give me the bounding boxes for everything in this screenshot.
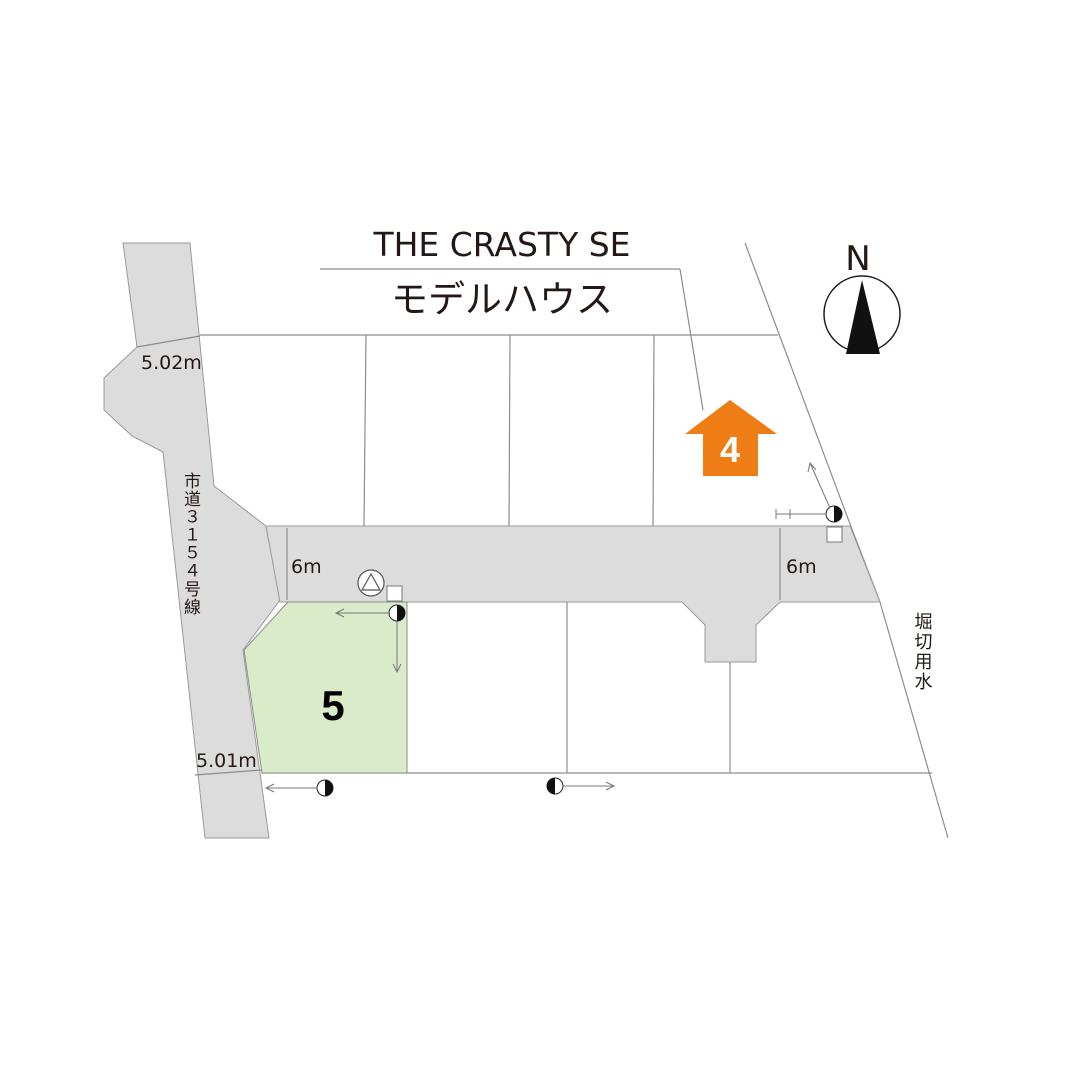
svg-text:6m: 6m: [291, 556, 322, 578]
utility-box-icon: [386, 585, 403, 602]
flow-arrow-up-1: [807, 461, 831, 509]
benchmark-icon-3: [316, 779, 334, 797]
benchmark-icon-1: [388, 604, 406, 622]
flow-arrow-left-3: [264, 783, 317, 793]
waterway-line-upper: [744, 242, 851, 525]
flow-arrow-right-1: [563, 781, 616, 791]
utility-box-icon-right: [826, 526, 843, 543]
road-width-top: 5.02m: [136, 335, 202, 374]
model-house-marker: [685, 400, 777, 476]
benchmark-icon-2: [825, 505, 843, 523]
inner-road: [265, 525, 881, 663]
inner-road-width-left: 6m: [286, 528, 322, 600]
svg-text:6m: 6m: [786, 556, 817, 578]
waterway-line-lower: [879, 601, 949, 839]
lot-divider-1: [363, 334, 367, 527]
flow-arrow-down-1: [392, 621, 402, 674]
inner-road-width-right: 6m: [779, 528, 817, 600]
lot-5: [243, 601, 408, 774]
flow-arrow-left-1: [334, 608, 389, 618]
lot-divider-3: [652, 334, 655, 527]
hydrant-icon: [357, 569, 385, 597]
title-japanese: モデルハウス: [391, 278, 613, 321]
road-width-bottom: 5.01m: [194, 750, 263, 776]
svg-text:5.01m: 5.01m: [196, 750, 257, 772]
svg-text:5.02m: 5.02m: [141, 352, 202, 374]
flow-arrow-left-2: [775, 509, 826, 519]
city-road: [103, 242, 281, 839]
compass: N: [823, 239, 901, 354]
compass-label: N: [845, 239, 870, 279]
title-english: THE CRASTY SE: [372, 225, 630, 264]
benchmark-icon-4: [546, 777, 564, 795]
model-house-number: 4: [720, 429, 740, 470]
city-road-label: 市道３１５４号線: [180, 472, 201, 616]
lot-5-number: 5: [321, 682, 344, 729]
waterway-label: 堀切用水: [912, 612, 933, 692]
model-house-leader: [679, 268, 704, 411]
lot-divider-2: [508, 334, 511, 527]
north-arrow-icon: [846, 280, 880, 354]
